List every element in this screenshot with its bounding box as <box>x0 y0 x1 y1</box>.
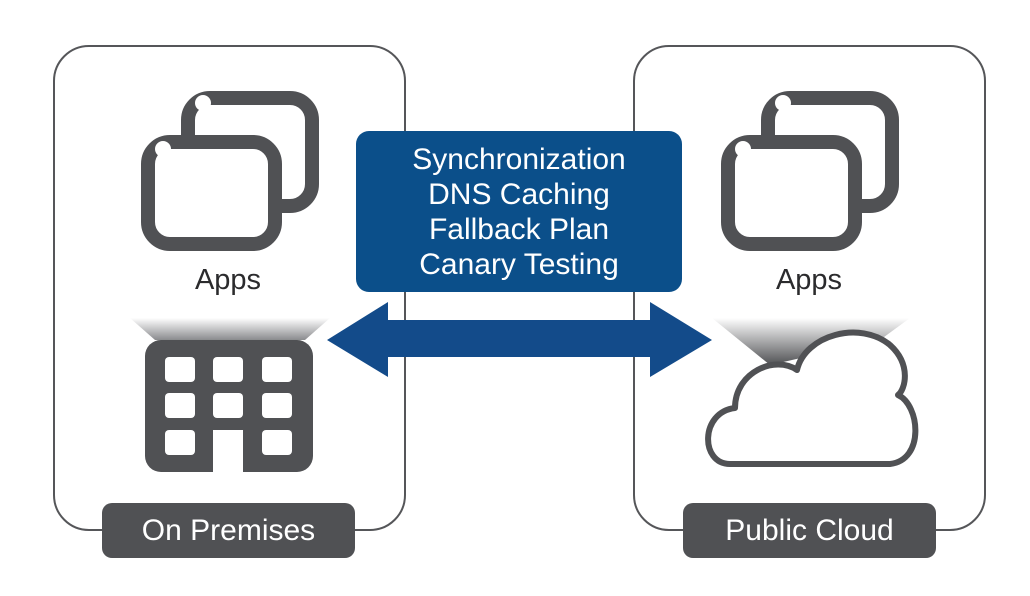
strategy-item: Fallback Plan <box>428 212 610 246</box>
on-premises-label: On Premises <box>102 503 355 558</box>
cloud-icon <box>705 318 919 467</box>
apps-label-left: Apps <box>194 264 262 296</box>
public-cloud-label: Public Cloud <box>683 503 936 558</box>
strategy-item: Canary Testing <box>419 247 619 281</box>
building-icon <box>130 318 330 472</box>
strategy-item: Synchronization <box>412 142 626 176</box>
strategy-item: DNS Caching <box>428 177 610 211</box>
apps-icon-right <box>721 91 899 251</box>
apps-icon-left <box>141 91 319 251</box>
bidirectional-arrow <box>327 302 712 377</box>
hybrid-strategies-box: Synchronization DNS Caching Fallback Pla… <box>356 131 682 292</box>
apps-label-right: Apps <box>775 264 843 296</box>
